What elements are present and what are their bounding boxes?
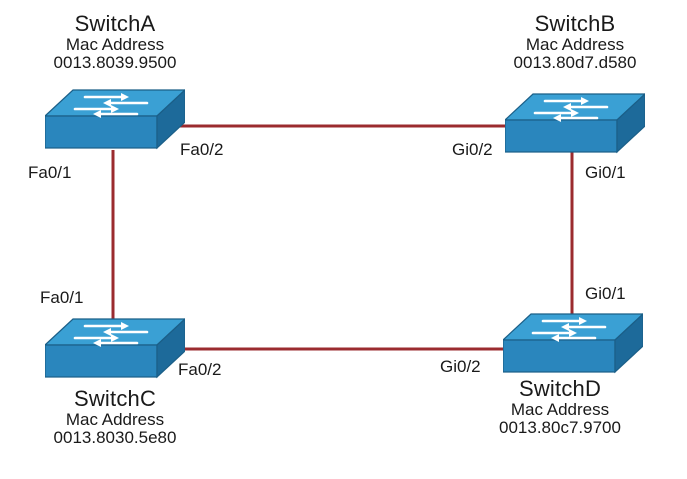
switch-c-label: SwitchC Mac Address 0013.8030.5e80 xyxy=(20,387,210,447)
switch-a-icon xyxy=(45,88,185,150)
port-a-fa02: Fa0/2 xyxy=(180,140,224,159)
port-b-gi02: Gi0/2 xyxy=(452,140,493,159)
port-c-fa02: Fa0/2 xyxy=(178,360,222,379)
switch-c-name: SwitchC xyxy=(73,386,157,411)
port-c-fa01: Fa0/1 xyxy=(40,288,84,307)
port-d-gi01: Gi0/1 xyxy=(585,284,626,303)
switch-d-mac: 0013.80c7.9700 xyxy=(499,418,621,438)
port-d-gi02: Gi0/2 xyxy=(440,357,481,376)
switch-c-mac: 0013.8030.5e80 xyxy=(53,428,177,448)
port-b-gi01: Gi0/1 xyxy=(585,163,626,182)
switch-a-mac-title: Mac Address xyxy=(65,34,165,54)
switch-a-mac: 0013.8039.9500 xyxy=(53,53,177,73)
switch-b-icon xyxy=(505,92,645,154)
switch-b-label: SwitchB Mac Address 0013.80d7.d580 xyxy=(480,12,670,72)
switch-a-name: SwitchA xyxy=(74,11,156,36)
switch-a-label: SwitchA Mac Address 0013.8039.9500 xyxy=(20,12,210,72)
port-a-fa01: Fa0/1 xyxy=(28,163,72,182)
switch-b-mac-title: Mac Address xyxy=(525,34,625,54)
switch-c-icon xyxy=(45,317,185,379)
switch-d-label: SwitchD Mac Address 0013.80c7.9700 xyxy=(465,377,655,437)
switch-c-mac-title: Mac Address xyxy=(65,409,165,429)
switch-d-name: SwitchD xyxy=(518,376,602,401)
switch-d-icon xyxy=(503,312,643,374)
switch-b-name: SwitchB xyxy=(534,11,616,36)
switch-d-mac-title: Mac Address xyxy=(510,399,610,419)
switch-b-mac: 0013.80d7.d580 xyxy=(513,53,637,73)
